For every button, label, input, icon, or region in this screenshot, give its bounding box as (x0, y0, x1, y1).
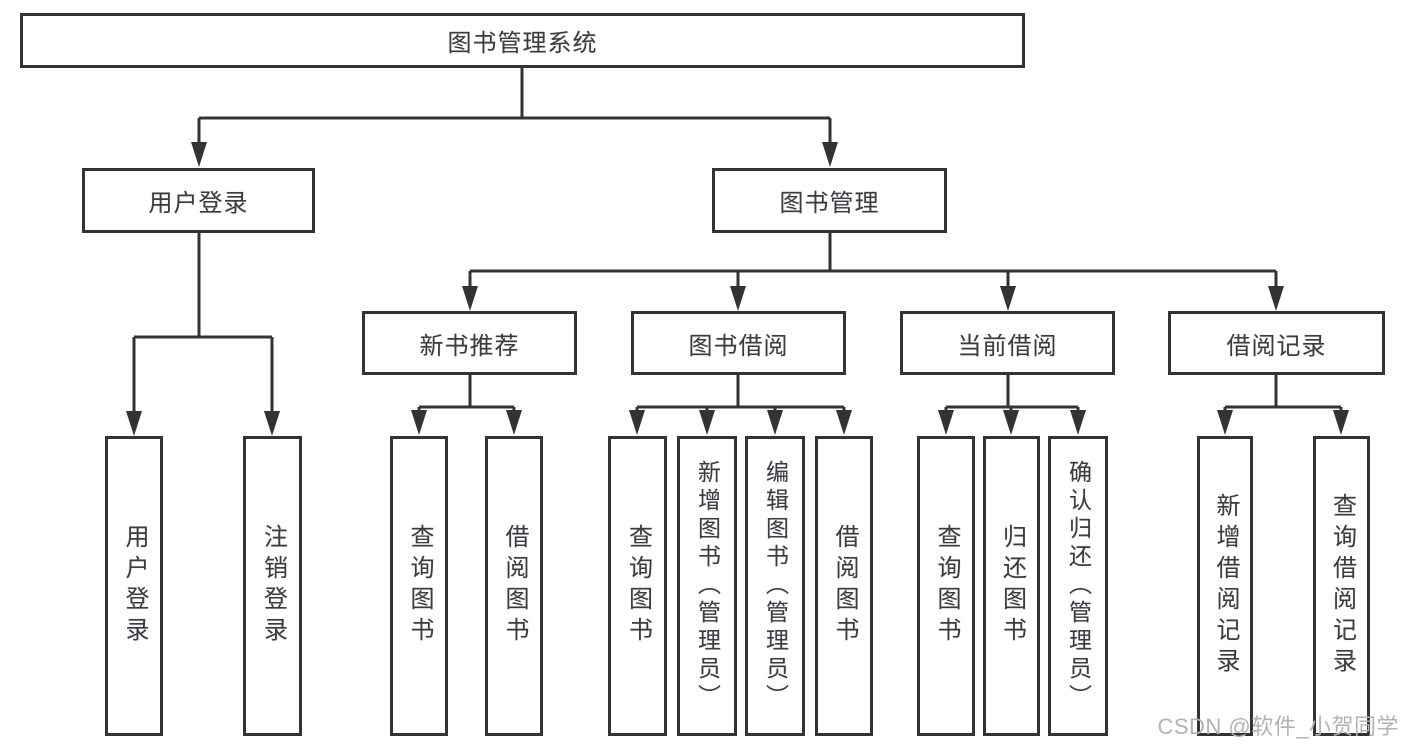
leaf-query-book-borrow: 查询图书 (608, 436, 667, 736)
node-book-borrow: 图书借阅 (631, 311, 846, 375)
leaf-edit-book-admin: 编辑图书（管理员） (745, 436, 805, 736)
watermark: CSDN @软件_小贺同学 (1157, 714, 1399, 739)
connector-current-borrow-children (938, 374, 1086, 435)
leaf-borrow-book-borrow: 借阅图书 (815, 436, 873, 736)
connector-user-login-children (126, 233, 280, 436)
node-user-login: 用户登录 (82, 168, 315, 233)
connector-borrow-records-children (1217, 374, 1349, 435)
node-new-book-recommend: 新书推荐 (362, 311, 577, 375)
node-book-management: 图书管理 (712, 168, 947, 233)
leaf-return-book: 归还图书 (983, 436, 1040, 736)
leaf-add-book-admin: 新增图书（管理员） (677, 436, 737, 736)
node-borrow-records: 借阅记录 (1168, 311, 1385, 375)
leaf-confirm-return-admin: 确认归还（管理员） (1048, 436, 1108, 736)
connector-root-to-level2 (191, 68, 838, 167)
connector-book-management-to-level3 (462, 233, 1284, 311)
leaf-user-login: 用户登录 (105, 436, 163, 736)
node-library-management-system: 图书管理系统 (20, 13, 1025, 68)
leaf-query-book-current: 查询图书 (917, 436, 975, 736)
leaf-query-borrow-record: 查询借阅记录 (1313, 436, 1370, 736)
node-current-borrow: 当前借阅 (900, 311, 1115, 375)
leaf-add-borrow-record: 新增借阅记录 (1197, 436, 1253, 736)
leaf-query-book-recommend: 查询图书 (390, 436, 448, 736)
leaf-logout: 注销登录 (243, 436, 302, 736)
leaf-borrow-book-recommend: 借阅图书 (485, 436, 543, 736)
connector-new-book-recommend-children (411, 374, 522, 435)
connector-book-borrow-children (629, 374, 852, 435)
